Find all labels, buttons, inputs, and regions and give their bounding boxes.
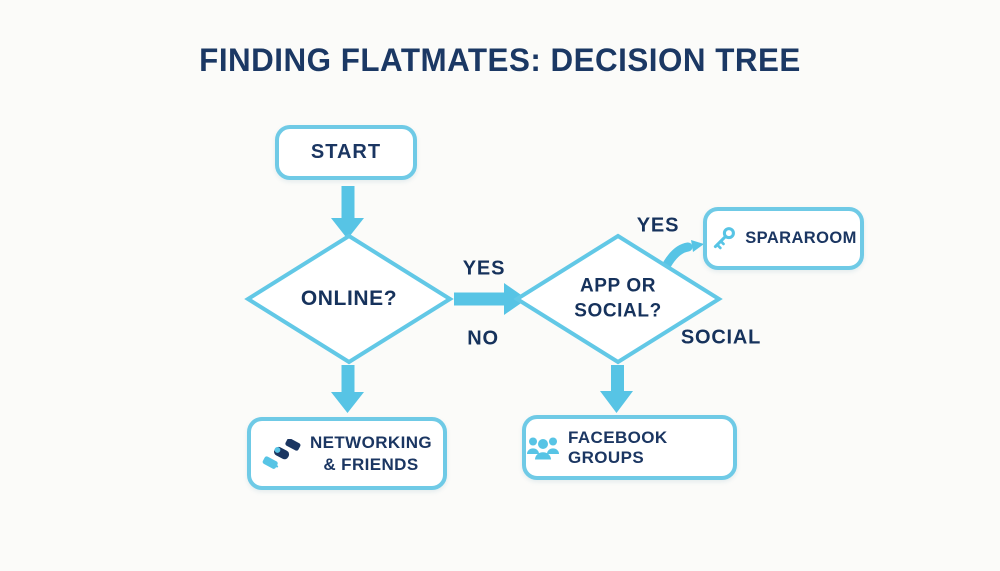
node-networking-friends: NETWORKING & FRIENDS bbox=[247, 417, 447, 490]
node-online-label: ONLINE? bbox=[300, 287, 398, 310]
label-online-yes: YES bbox=[462, 257, 506, 280]
handshake-icon bbox=[262, 438, 301, 469]
node-start-label: START bbox=[310, 141, 382, 163]
arrow-app-to-spararoom bbox=[658, 240, 704, 277]
node-facebook-groups: FACEBOOK GROUPS bbox=[522, 415, 737, 480]
node-app-or-social-line2: SOCIAL? bbox=[574, 300, 662, 321]
arrow-online-to-app bbox=[454, 283, 527, 315]
node-networking-line1: NETWORKING bbox=[309, 433, 433, 453]
node-networking-friends-label: NETWORKING & FRIENDS bbox=[310, 432, 432, 475]
label-online-no: NO bbox=[467, 327, 499, 350]
label-app-yes: YES bbox=[636, 214, 680, 237]
node-facebook-groups-label: FACEBOOK GROUPS bbox=[568, 427, 668, 467]
node-networking-line2: & FRIENDS bbox=[323, 454, 419, 474]
node-start: START bbox=[275, 125, 417, 180]
node-app-or-social-label: APP OR SOCIAL? bbox=[574, 274, 662, 323]
arrow-app-to-facebook bbox=[600, 365, 633, 413]
node-spararoom-label: SPARAROOM bbox=[745, 229, 857, 247]
node-app-or-social-line1: APP OR bbox=[579, 275, 657, 297]
arrow-online-to-networking bbox=[331, 365, 364, 413]
people-group-icon bbox=[527, 437, 559, 460]
node-spararoom: SPARAROOM bbox=[703, 207, 864, 270]
label-app-social: SOCIAL bbox=[680, 326, 762, 349]
arrow-start-to-online bbox=[331, 186, 364, 239]
key-icon bbox=[714, 227, 736, 250]
page-title: FINDING FLATMATES: DECISION TREE bbox=[199, 42, 801, 78]
